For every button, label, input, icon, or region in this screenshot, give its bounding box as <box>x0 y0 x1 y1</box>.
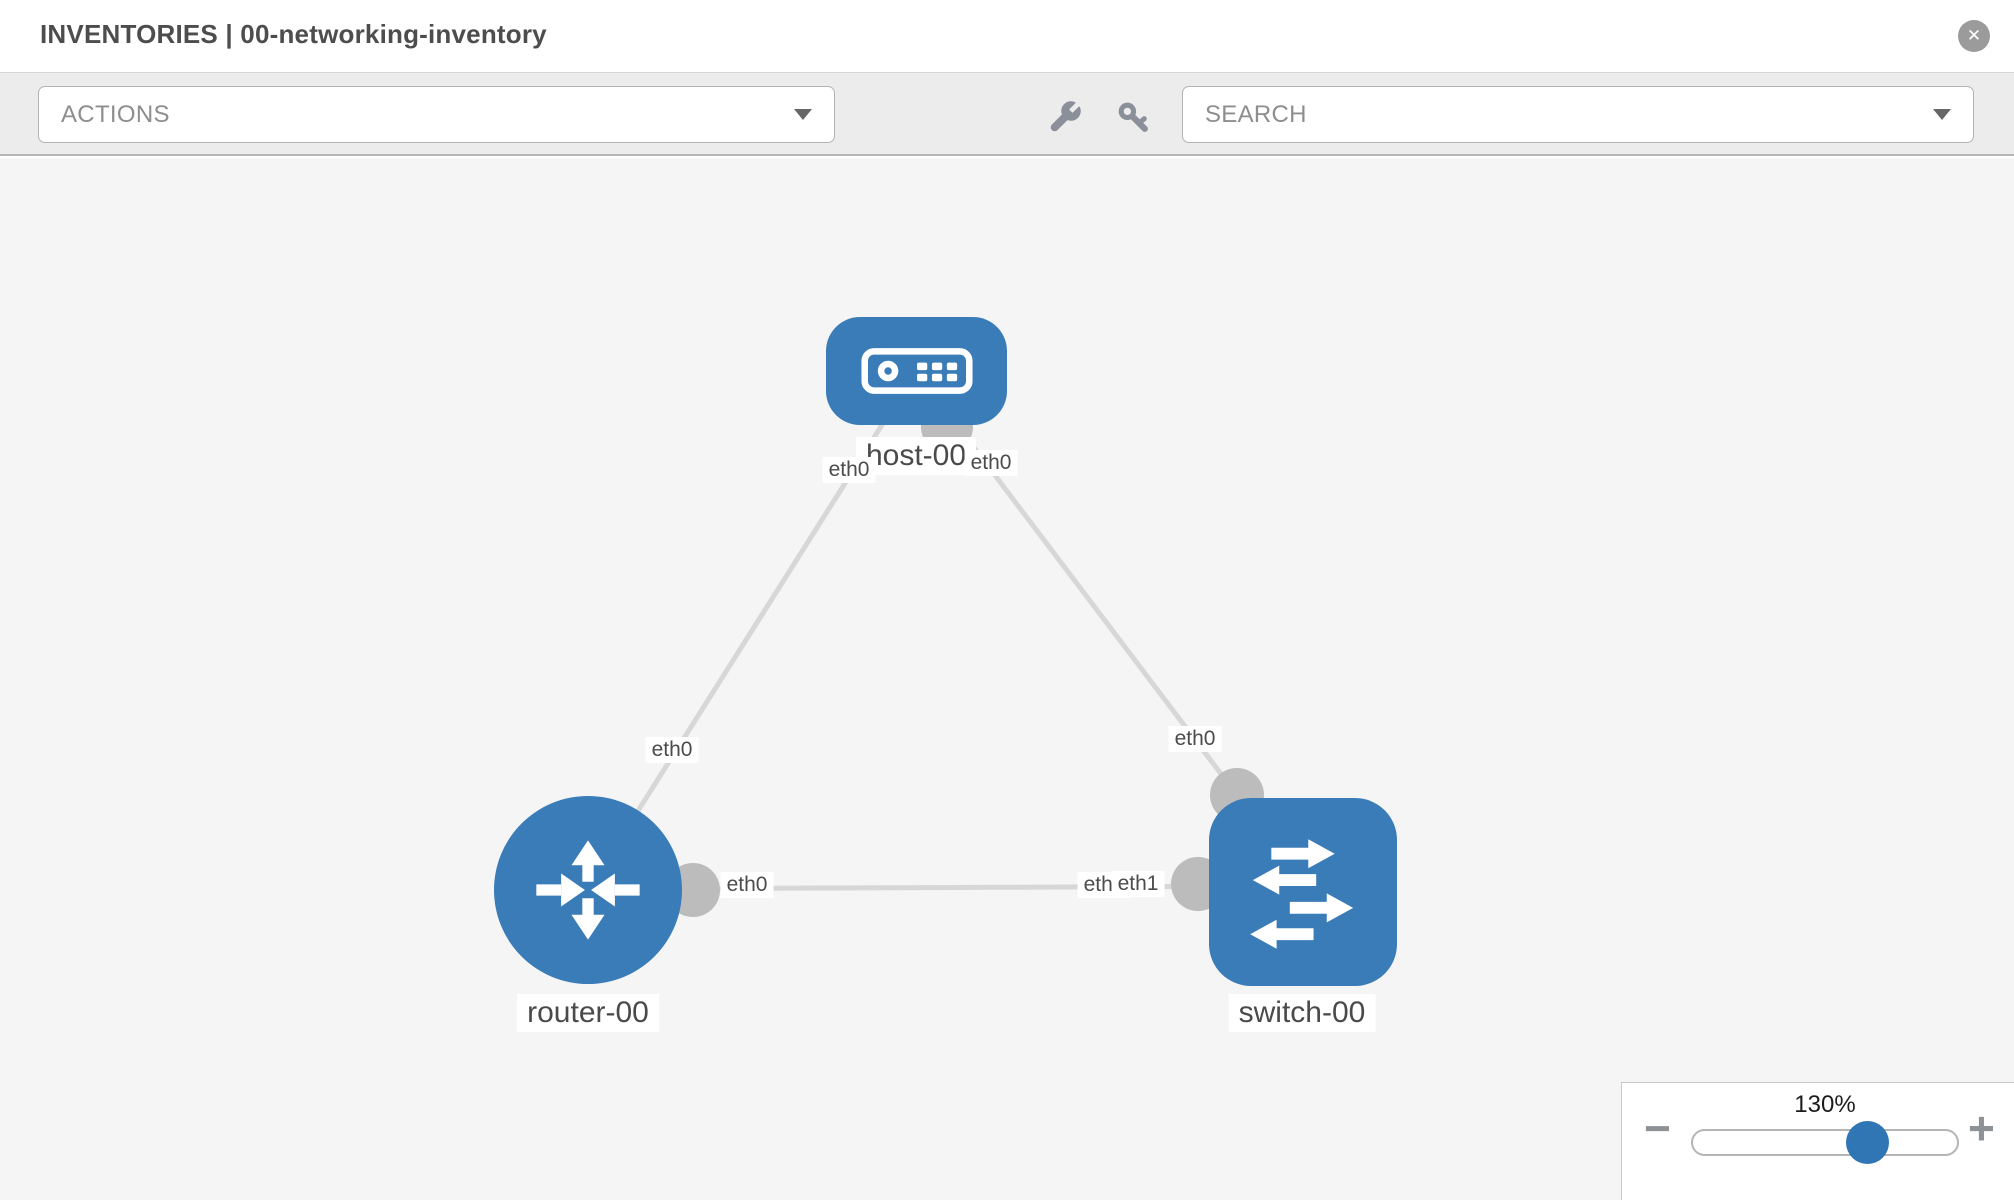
wrench-icon <box>1050 101 1081 132</box>
search-dropdown[interactable]: SEARCH <box>1182 86 1974 143</box>
zoom-in-button[interactable]: + <box>1968 1102 1995 1154</box>
iface-label-router-link-eth0: eth0 <box>645 737 699 763</box>
switch-icon <box>1250 839 1354 949</box>
credentials-button[interactable] <box>1112 96 1154 138</box>
node-label-router: router-00 <box>517 994 659 1032</box>
iface-label-host-eth0-right: eth0 <box>964 450 1018 476</box>
iface-label-switch-link-eth0: eth0 <box>1168 726 1222 752</box>
iface-label-switch-eth1: eth1 <box>1111 871 1165 897</box>
node-label-switch: switch-00 <box>1228 994 1376 1032</box>
node-host-00[interactable] <box>826 317 1007 425</box>
close-icon[interactable]: ✕ <box>1958 20 1990 52</box>
zoom-out-button[interactable]: − <box>1644 1102 1671 1154</box>
iface-label-router-eth0: eth0 <box>720 872 774 898</box>
toolbar: ACTIONS SEARCH <box>0 72 2014 156</box>
configure-button[interactable] <box>1044 96 1086 138</box>
zoom-slider-thumb[interactable] <box>1846 1121 1889 1164</box>
zoom-control-panel: 130% − + <box>1621 1082 2014 1200</box>
zoom-percentage: 130% <box>1794 1091 1856 1118</box>
node-router-00[interactable] <box>494 796 682 984</box>
page-title: INVENTORIES | 00-networking-inventory <box>40 19 547 49</box>
router-icon <box>536 840 640 940</box>
header: INVENTORIES | 00-networking-inventory ✕ <box>0 0 2014 72</box>
chevron-down-icon <box>1933 109 1951 120</box>
topology-canvas[interactable]: host-00 router-00 switch-00 eth0 eth0 et… <box>0 158 2014 1200</box>
zoom-slider[interactable] <box>1691 1121 1959 1164</box>
actions-dropdown-label: ACTIONS <box>61 100 170 128</box>
topology-links-layer <box>585 369 1303 917</box>
node-label-host: host-00 <box>855 437 977 475</box>
key-icon <box>1118 102 1148 132</box>
iface-label-host-eth0-left: eth0 <box>822 457 876 483</box>
actions-dropdown[interactable]: ACTIONS <box>38 86 835 143</box>
chevron-down-icon <box>794 109 812 120</box>
host-icon <box>860 348 973 394</box>
search-dropdown-label: SEARCH <box>1205 100 1307 128</box>
node-switch-00[interactable] <box>1209 798 1397 986</box>
